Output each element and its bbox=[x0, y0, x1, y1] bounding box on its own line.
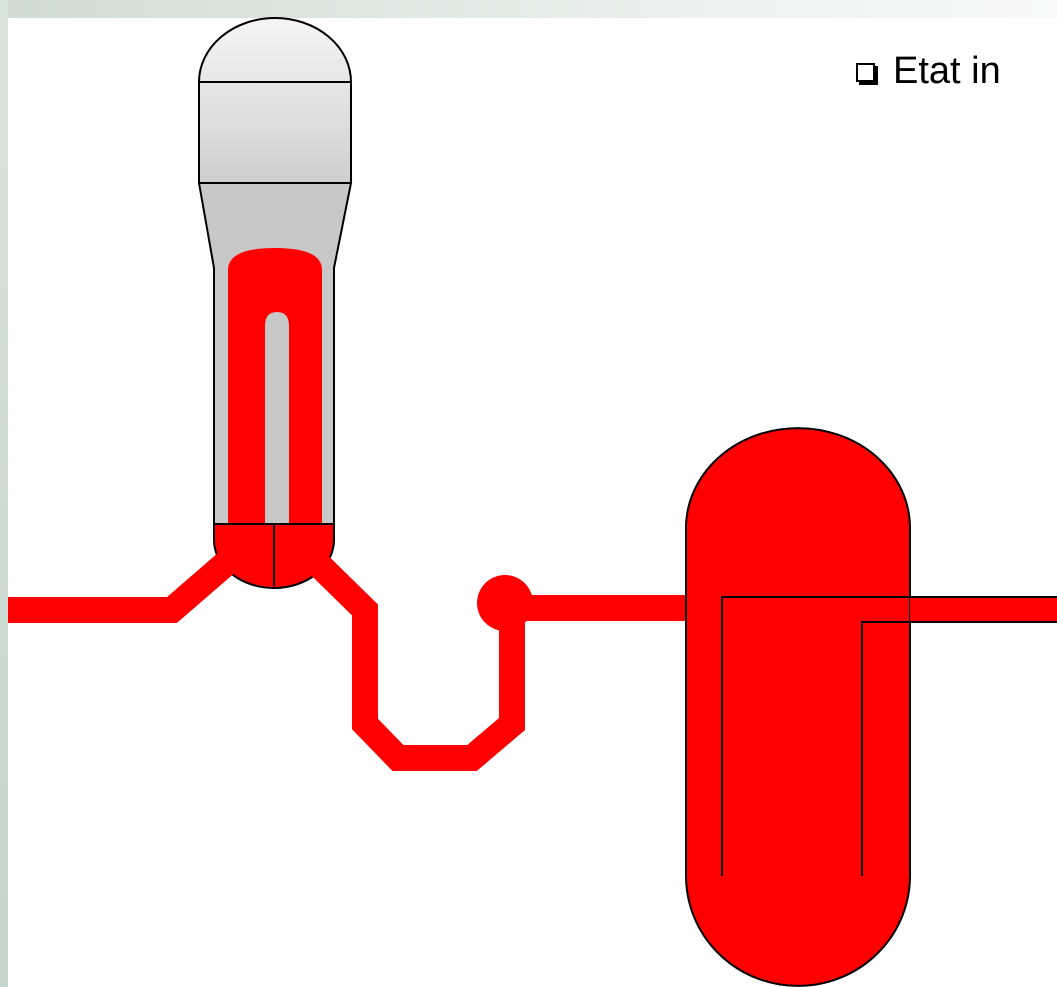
steam-generator bbox=[197, 17, 353, 589]
steam-generator-dome bbox=[198, 17, 352, 184]
u-tube-bundle bbox=[228, 248, 322, 524]
primary-pump bbox=[477, 575, 533, 631]
slide-top-band bbox=[0, 0, 1057, 18]
bullet-text: Etat in bbox=[893, 50, 1001, 92]
steam-generator-shell bbox=[197, 182, 353, 525]
core-barrel-line bbox=[721, 596, 1057, 876]
slide-left-band bbox=[0, 0, 8, 987]
hot-leg-pipe bbox=[8, 548, 241, 623]
outlet-nozzle-line bbox=[861, 621, 1057, 876]
outlet-pipe bbox=[910, 598, 1057, 621]
checkbox-bullet-icon bbox=[856, 63, 875, 82]
bullet-item: Etat in bbox=[856, 50, 1001, 93]
crossover-leg-pipe bbox=[302, 548, 525, 771]
reactor-vessel bbox=[685, 427, 911, 987]
